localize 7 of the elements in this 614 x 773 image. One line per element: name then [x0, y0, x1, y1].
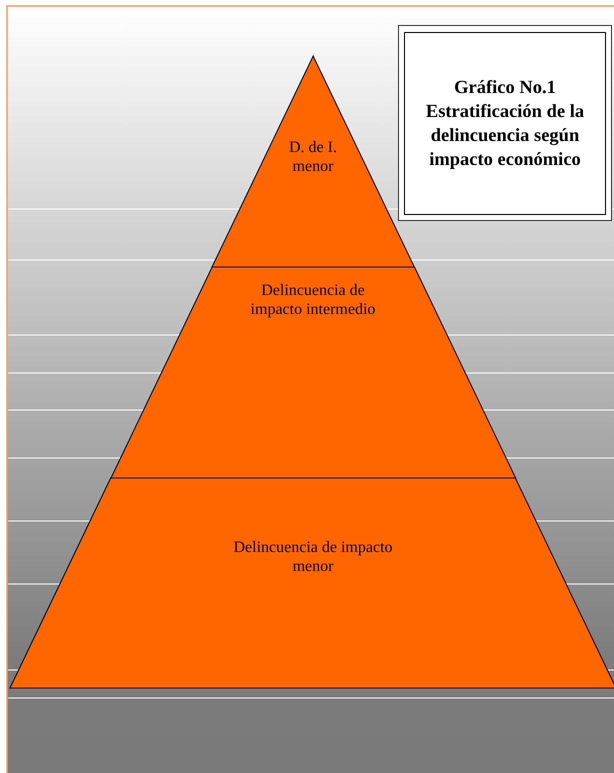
section-label: D. de I. menor [288, 138, 338, 176]
section-label: Delincuencia de impacto menor [232, 538, 394, 576]
section-label: Delincuencia de impacto intermedio [250, 281, 376, 319]
chart-title: Gráfico No.1 Estratificación de la delincuencia según impacto económico [404, 32, 606, 215]
pyramid-middle-section [110, 267, 516, 478]
pyramid-bottom-section [10, 478, 614, 688]
pyramid-top-section [212, 56, 414, 267]
